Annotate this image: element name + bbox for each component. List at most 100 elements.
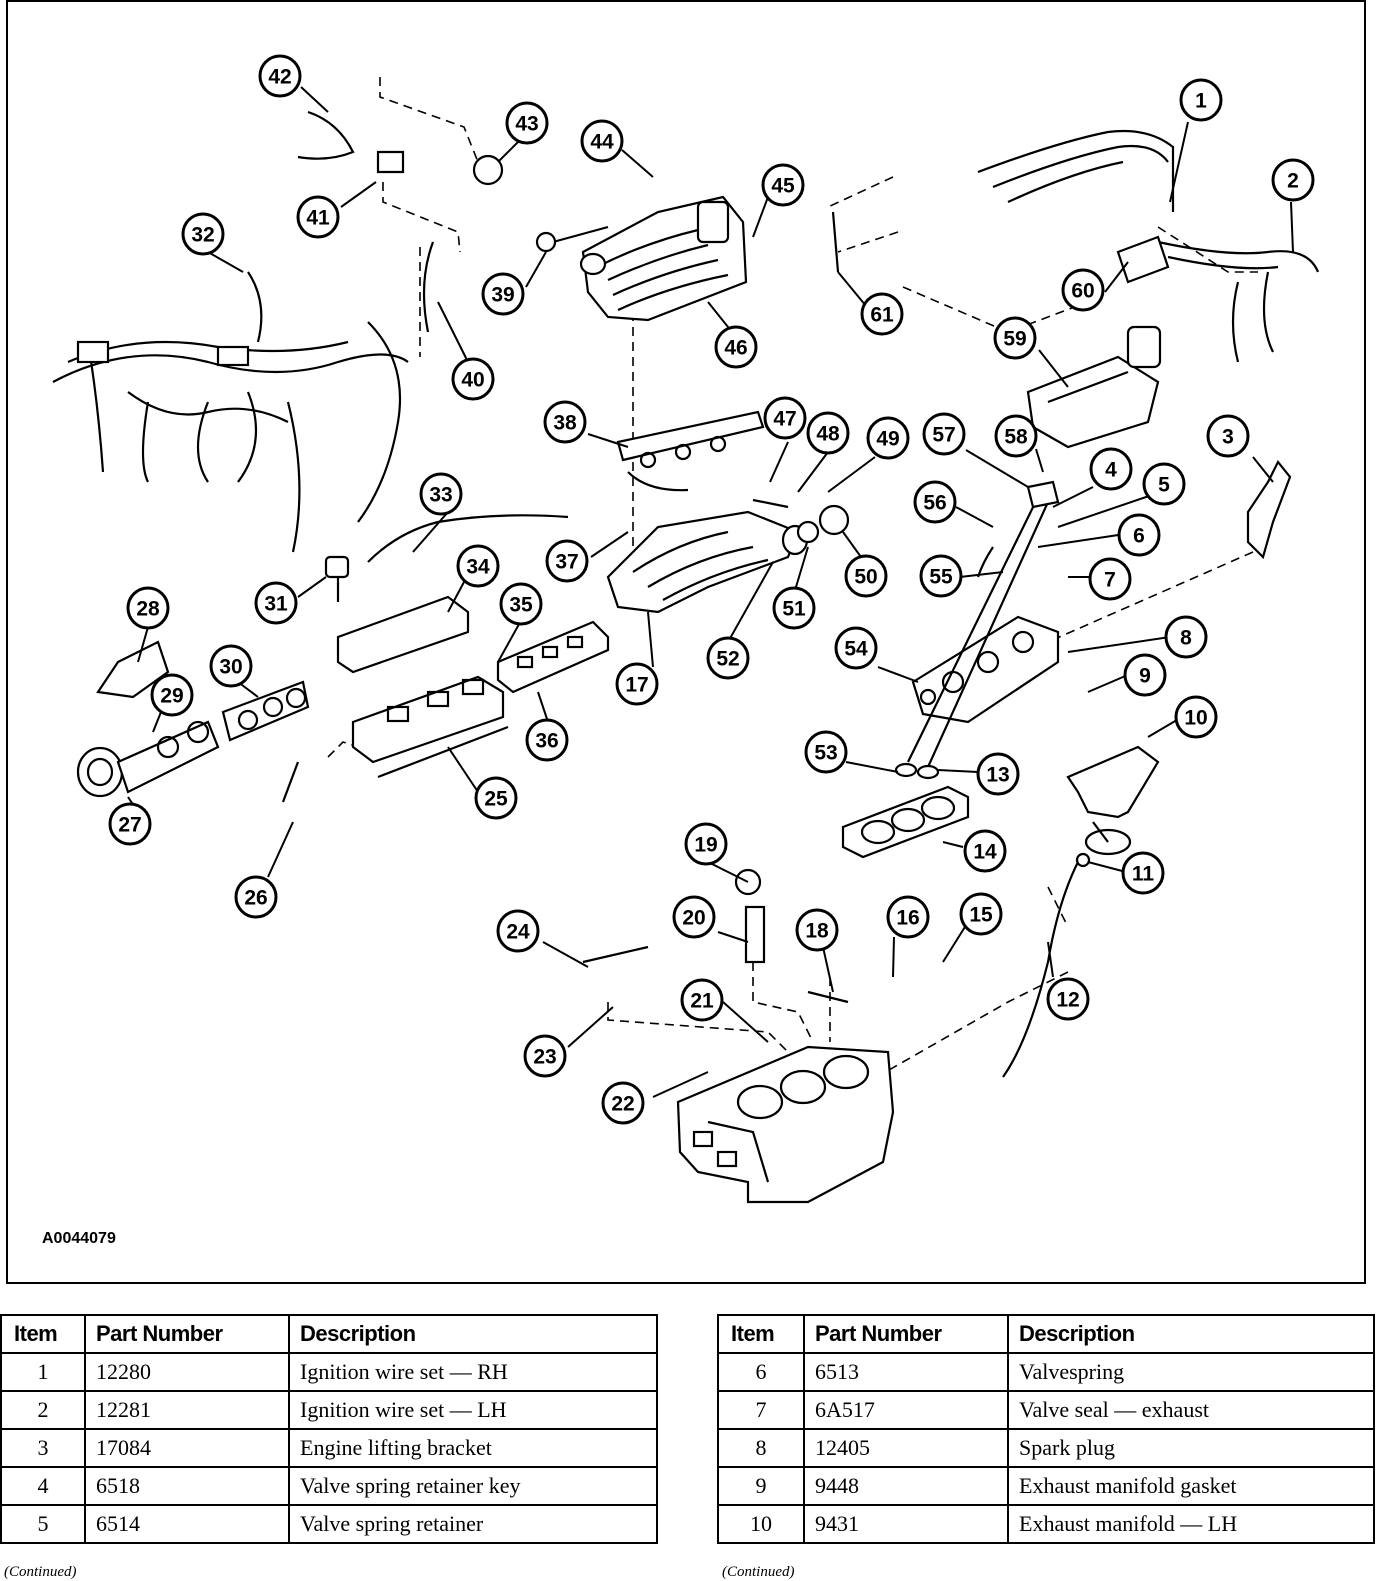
callout-circle <box>1088 557 1132 601</box>
callout-circle <box>601 1081 645 1125</box>
cell-description: Valve spring retainer key <box>288 1466 658 1506</box>
cell-part-number: 17084 <box>84 1428 290 1468</box>
callout-circle <box>456 544 500 588</box>
cell-part-number: 12281 <box>84 1390 290 1430</box>
cell-item: 5 <box>0 1504 86 1544</box>
callout-51: 51 <box>772 586 816 630</box>
callout-number: 33 <box>429 484 452 507</box>
callout-number: 42 <box>268 66 291 89</box>
cell-part-number: 9448 <box>803 1466 1009 1506</box>
callout-number: 52 <box>716 648 739 671</box>
cell-part-number: 6513 <box>803 1352 1009 1392</box>
callout-17: 17 <box>615 662 659 706</box>
callout-number: 24 <box>506 921 530 944</box>
callout-number: 32 <box>191 224 214 247</box>
callout-49: 49 <box>866 416 910 460</box>
callout-circle <box>543 400 587 444</box>
fuel-rail <box>616 410 765 492</box>
callout-55: 55 <box>919 554 963 598</box>
cell-part-number: 12280 <box>84 1352 290 1392</box>
wiring-harness <box>52 271 409 553</box>
ignition-wires <box>977 129 1320 363</box>
callout-number: 28 <box>136 598 160 621</box>
callout-number: 31 <box>264 593 288 616</box>
leader-lines <box>127 86 1294 1098</box>
callout-circle <box>615 662 659 706</box>
table-row: 2 12281 Ignition wire set — LH <box>0 1390 658 1430</box>
callout-circle <box>672 895 716 939</box>
callout-40: 40 <box>451 357 495 401</box>
callout-circle <box>919 554 963 598</box>
cell-description: Spark plug <box>1007 1428 1375 1468</box>
callout-circle <box>844 554 888 598</box>
callout-number: 34 <box>466 556 490 579</box>
continued-note-right: (Continued) <box>722 1564 795 1580</box>
cell-item: 8 <box>717 1428 805 1468</box>
callout-number: 60 <box>1071 280 1094 303</box>
callout-number: 61 <box>870 304 894 327</box>
callout-27: 27 <box>108 802 152 846</box>
callout-number: 39 <box>491 284 514 307</box>
callout-circle <box>296 195 340 239</box>
callout-number: 27 <box>118 814 141 837</box>
callout-circle <box>150 673 194 717</box>
callout-number: 21 <box>690 990 714 1013</box>
callout-26: 26 <box>234 875 278 919</box>
table-row: 3 17084 Engine lifting bracket <box>0 1428 658 1468</box>
callout-61: 61 <box>860 292 904 336</box>
callout-number: 41 <box>306 207 330 230</box>
callout-number: 45 <box>771 175 795 198</box>
engine-block <box>676 1045 895 1204</box>
ignition-coil <box>1026 235 1170 449</box>
cell-item: 3 <box>0 1428 86 1468</box>
callout-circle <box>1164 615 1208 659</box>
callout-number: 57 <box>932 424 955 447</box>
upper-intake-manifold <box>552 195 748 322</box>
callout-number: 15 <box>969 904 993 927</box>
header-part-number: Part Number <box>803 1314 1009 1354</box>
callout-number: 23 <box>533 1046 556 1069</box>
exhaust-manifold-rh <box>1066 745 1160 856</box>
callout-38: 38 <box>543 400 587 444</box>
callout-circle <box>1089 447 1133 491</box>
callout-number: 17 <box>625 674 648 697</box>
cell-item: 6 <box>717 1352 805 1392</box>
callout-number: 25 <box>484 788 508 811</box>
callout-number: 20 <box>682 907 705 930</box>
callout-circle <box>913 480 957 524</box>
callout-circle <box>922 412 966 456</box>
figure-id: A0044079 <box>42 1230 116 1247</box>
parts-table-left: Item Part Number Description 1 12280 Ign… <box>0 1314 658 1544</box>
callout-circle <box>772 586 816 630</box>
callout-circle <box>499 582 543 626</box>
callout-circle <box>523 1034 567 1078</box>
callout-layer: 1234567891011121314151617181920212223242… <box>108 54 1315 1125</box>
callout-circle <box>1121 851 1165 895</box>
callout-circle <box>1117 513 1161 557</box>
callout-20: 20 <box>672 895 716 939</box>
callout-circle <box>234 875 278 919</box>
callout-circle <box>258 54 302 98</box>
callout-12: 12 <box>1046 977 1090 1021</box>
callout-circle <box>804 730 848 774</box>
callout-56: 56 <box>913 480 957 524</box>
cell-description: Ignition wire set — RH <box>288 1352 658 1392</box>
callout-number: 47 <box>773 408 796 431</box>
cell-part-number: 9431 <box>803 1504 1009 1544</box>
head-gasket <box>841 785 970 859</box>
callout-number: 53 <box>814 742 837 765</box>
callout-circle <box>714 325 758 369</box>
callout-32: 32 <box>181 212 225 256</box>
table-row: 9 9448 Exhaust manifold gasket <box>717 1466 1375 1506</box>
callout-circle <box>1174 695 1218 739</box>
callout-31: 31 <box>254 581 298 625</box>
cell-description: Valve seal — exhaust <box>1007 1390 1375 1430</box>
callout-circle <box>763 396 807 440</box>
callout-number: 29 <box>160 685 183 708</box>
callout-6: 6 <box>1117 513 1161 557</box>
callout-57: 57 <box>922 412 966 456</box>
header-description: Description <box>288 1314 658 1354</box>
parts-table-right: Item Part Number Description 6 6513 Valv… <box>717 1314 1375 1544</box>
callout-circle <box>451 357 495 401</box>
callout-number: 8 <box>1180 627 1192 650</box>
